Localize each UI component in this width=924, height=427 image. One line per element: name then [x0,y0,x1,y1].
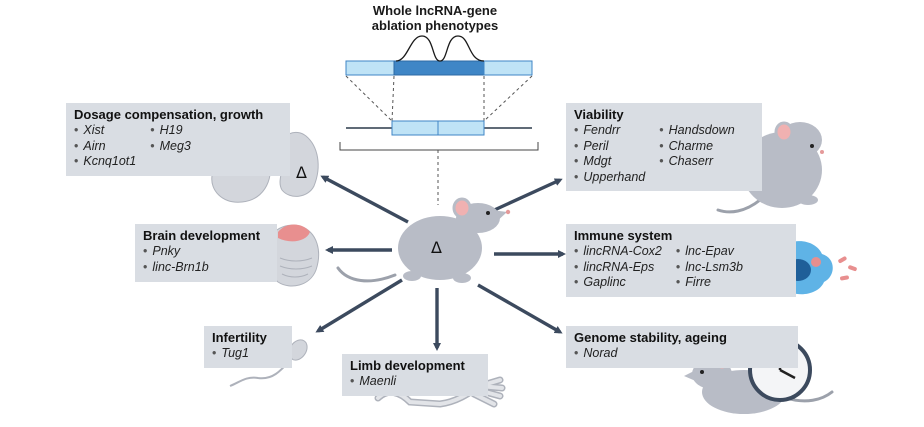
gene-item: Upperhand [574,170,645,186]
locus-bracket [339,142,539,151]
panel-title: Dosage compensation, growth [74,107,264,122]
panel-title: Genome stability, ageing [574,330,727,345]
gene-exon-left [345,60,395,76]
panel-immune-system: Immune system lincRNA-Cox2 lincRNA-Eps G… [566,224,796,297]
gene-item: Airn [74,139,136,155]
gene-item: Tug1 [212,346,284,362]
gene-item: Pnky [143,244,269,260]
arrow-to-genome [477,283,563,334]
gene-item: Gaplinc [574,275,662,291]
viability-mouse-illustration [716,121,824,214]
arrow-to-viability [489,178,563,214]
panel-dosage-compensation: Dosage compensation, growth Xist Airn Kc… [66,103,290,176]
gene-item: lnc-Lsm3b [676,260,743,276]
gene-item: Mdgt [574,154,645,170]
panel-viability: Viability Fendrr Peril Mdgt Upperhand Ha… [566,103,762,191]
transcription-peaks [395,35,485,62]
gene-item: linc-Brn1b [143,260,269,276]
panel-limb-development: Limb development Maenli [342,354,488,396]
panel-genome-stability: Genome stability, ageing Norad [566,326,798,368]
gene-item: Norad [574,346,790,362]
title-line-1: Whole lncRNA-gene [372,3,498,18]
arrow-to-dosage [320,175,409,224]
gene-item: Fendrr [574,123,645,139]
diagram-title: Whole lncRNA-gene ablation phenotypes [345,3,525,33]
gene-item: lincRNA-Cox2 [574,244,662,260]
panel-title: Limb development [350,358,465,373]
central-mouse-illustration [336,197,511,283]
gene-item: H19 [150,123,191,139]
panel-title: Brain development [143,228,261,243]
deletion-symbol-embryo: Δ [296,163,307,182]
gene-item: Handsdown [659,123,735,139]
gene-item: Maenli [350,374,480,390]
panel-title: Infertility [212,330,267,345]
phenotype-arrows [315,175,566,351]
arrow-to-infertility [315,278,403,333]
panel-title: Viability [574,107,624,122]
gene-item: Kcnq1ot1 [74,154,136,170]
gene-item: lnc-Epav [676,244,743,260]
gene-item: Chaserr [659,154,734,170]
panel-infertility: Infertility Tug1 [204,326,292,368]
brain-embryo-illustration [267,224,320,287]
panel-brain-development: Brain development Pnky linc-Brn1b [135,224,277,282]
gene-item: Meg3 [150,139,191,155]
gene-item: Firre [676,275,743,291]
deletion-symbol-mouse: Δ [431,238,442,257]
gene-schematic [339,35,539,205]
gene-deleted-region [393,60,485,76]
gene-item: lincRNA-Eps [574,260,662,276]
title-line-2: ablation phenotypes [371,18,499,33]
limb-illustration [374,376,506,408]
gene-item: Xist [74,123,136,139]
panel-title: Immune system [574,228,673,243]
gene-exon-right [483,60,533,76]
gene-item: Charme [659,139,734,155]
gene-item: Peril [574,139,645,155]
